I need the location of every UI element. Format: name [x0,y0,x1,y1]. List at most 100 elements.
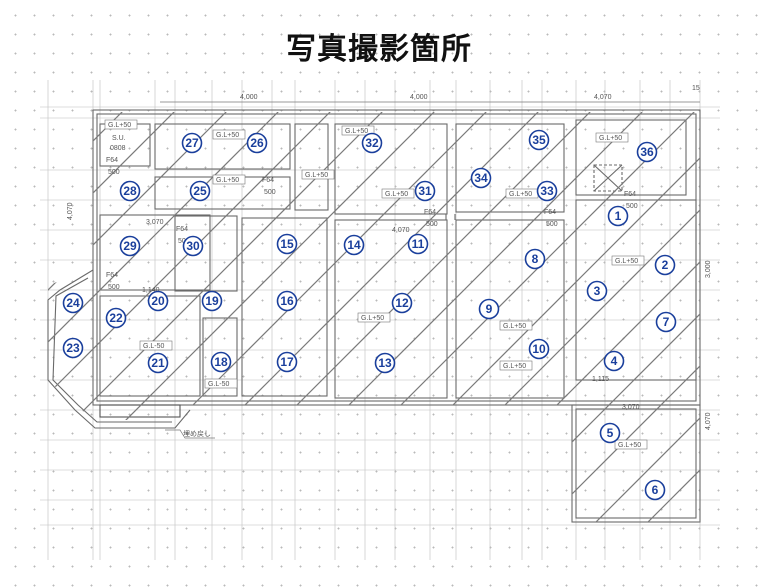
dim-inner-5: 3,070 [622,404,640,411]
hatch-line [171,112,673,522]
photo-marker-number: 7 [663,315,670,329]
vent-width: 500 [264,189,276,196]
photo-marker-2: 2 [654,254,676,276]
photo-marker-31: 31 [414,180,436,202]
photo-marker-24: 24 [62,292,84,314]
gl-tag: G.L-50 [143,343,165,350]
photo-marker-number: 25 [193,184,207,198]
photo-marker-11: 11 [407,233,429,255]
gl-tag-box [611,255,645,266]
photo-marker-number: 11 [412,237,425,251]
gl-tag-box [301,169,335,180]
foundation-walls [47,109,701,523]
photo-marker-number: 20 [151,294,165,308]
photo-marker-27: 27 [181,132,203,154]
gl-tag: G.L+50 [503,323,526,330]
photo-marker-number: 1 [615,209,622,223]
hatch-line [275,112,700,522]
photo-marker-22: 22 [105,307,127,329]
vent-label: F64 [106,157,118,164]
photo-marker-7: 7 [655,311,677,333]
photo-marker-23: 23 [62,337,84,359]
gl-tag: G.L+50 [615,258,638,265]
gl-tag-box [381,188,415,199]
photo-marker-number: 33 [540,184,554,198]
photo-marker-number: 18 [214,355,228,369]
photo-marker-number: 13 [378,356,392,370]
gl-tag: G.L+50 [345,128,368,135]
gl-tag-box [104,119,138,130]
photo-marker-number: 4 [611,354,618,368]
photo-marker-number: 29 [123,239,137,253]
photo-marker-number: 23 [66,341,80,355]
photo-marker-19: 19 [201,290,223,312]
photo-marker-6: 6 [644,479,666,501]
photo-marker-8: 8 [524,248,546,270]
dimension-annotations: 4,000 4,000 4,070 15 4,070 3,000 4,070 4… [67,85,712,439]
hatch-line [483,112,700,522]
photo-marker-21: 21 [147,352,169,374]
photo-marker-number: 15 [280,237,294,251]
photo-marker-number: 2 [662,258,669,272]
dim-top-3: 4,070 [594,94,612,101]
vent-label: F64 [544,209,556,216]
photo-marker-3: 3 [586,280,608,302]
gl-tag-box [212,129,246,140]
dim-top-2: 4,000 [410,94,428,101]
photo-marker-13: 13 [374,352,396,374]
vent-label: F64 [624,191,636,198]
photo-marker-number: 28 [123,184,137,198]
photo-marker-number: 8 [532,252,539,266]
hatch-line [67,112,569,522]
photo-marker-number: 21 [151,356,165,370]
gl-tag-box [341,125,375,136]
hatch-line [535,112,700,522]
dim-inner-1: 4,070 [392,227,410,234]
hatch-line [691,112,700,522]
photo-marker-26: 26 [246,132,268,154]
page-title: 写真撮影箇所 [286,32,472,67]
dim-top-1: 4,000 [240,94,258,101]
hatch-line [431,112,700,522]
photo-marker-12: 12 [391,292,413,314]
hatch-line [744,30,758,530]
dim-inner-4: 1,115 [592,376,609,383]
photo-marker-33: 33 [536,180,558,202]
hatch-line [48,112,309,522]
photo-marker-number: 5 [607,426,614,440]
photo-marker-number: 32 [365,136,379,150]
photo-marker-25: 25 [189,180,211,202]
photo-marker-number: 14 [347,238,361,252]
gl-tag-box [499,360,533,371]
gl-tag-box [614,439,648,450]
photo-marker-number: 9 [486,302,493,316]
photo-marker-number: 34 [474,171,488,185]
hatch-line [48,112,361,522]
vent-width: 500 [546,221,558,228]
gl-tag: G.L+50 [618,442,641,449]
vent-label: F64 [424,209,436,216]
photo-marker-number: 3 [594,284,601,298]
photo-marker-number: 6 [652,483,659,497]
photo-marker-number: 22 [109,311,123,325]
dim-right-upper: 3,000 [705,260,712,278]
photo-marker-30: 30 [182,235,204,257]
gl-tag-box [212,174,246,185]
photo-marker-5: 5 [599,422,621,444]
gl-tag: G.L+50 [216,177,239,184]
photo-marker-number: 31 [418,184,432,198]
gl-tag: G.L+50 [305,172,328,179]
photo-marker-number: 24 [66,296,80,310]
gl-tag: G.L+50 [216,132,239,139]
gl-tag-box [204,378,238,389]
gl-tag-box [595,132,629,143]
gl-tag: G.L+50 [361,315,384,322]
gl-tag: G.L+50 [509,191,532,198]
photo-marker-number: 10 [532,342,546,356]
photo-marker-17: 17 [276,351,298,373]
photo-marker-29: 29 [119,235,141,257]
hatch-line [639,112,700,522]
hatch-line [48,112,517,522]
photo-marker-number: 26 [250,136,264,150]
